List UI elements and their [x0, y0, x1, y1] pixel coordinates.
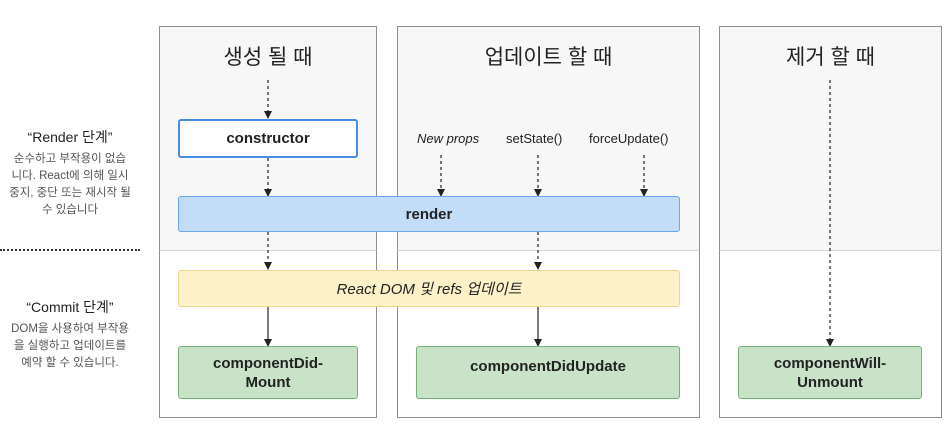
will-unmount-label-line1: componentWill-	[773, 354, 887, 372]
render-phase-desc-line: 중지, 중단 또는 재시작 될	[9, 187, 131, 199]
render-phase-description: 순수하고 부작용이 없습 니다. React에 의해 일시 중지, 중단 또는 …	[0, 151, 140, 219]
constructor-node: constructor	[178, 119, 358, 158]
update-column-title: 업데이트 할 때	[484, 46, 613, 69]
unmount-column-title: 제거 할 때	[786, 46, 875, 69]
render-label: render	[405, 205, 453, 223]
component-will-unmount-node: componentWill- Unmount	[738, 346, 922, 399]
commit-phase-description: DOM을 사용하여 부작용 을 실행하고 업데이트를 예약 할 수 있습니다.	[0, 321, 140, 372]
force-update-trigger: forceUpdate()	[589, 131, 669, 146]
new-props-trigger: New props	[417, 131, 480, 146]
render-node: render	[178, 196, 680, 232]
render-phase-desc-line: 니다. React에 의해 일시	[11, 170, 129, 182]
set-state-trigger: setState()	[506, 131, 563, 146]
constructor-label: constructor	[226, 130, 310, 147]
dom-update-label: React DOM 및 refs 업데이트	[336, 281, 522, 298]
did-mount-label-line2: Mount	[245, 373, 291, 391]
commit-phase-desc-line: DOM을 사용하여 부작용	[11, 323, 129, 335]
commit-phase-desc-line: 을 실행하고 업데이트를	[13, 340, 127, 352]
did-mount-label-line1: componentDid-	[213, 354, 323, 372]
commit-phase-title: “Commit 단계”	[26, 299, 114, 315]
will-unmount-label-line2: Unmount	[797, 373, 863, 391]
component-did-update-node: componentDidUpdate	[416, 346, 680, 399]
commit-phase-desc-line: 예약 할 수 있습니다.	[21, 357, 119, 369]
phase-separator	[0, 249, 140, 251]
mount-column-title: 생성 될 때	[223, 46, 313, 69]
render-phase-desc-line: 순수하고 부작용이 없습	[13, 153, 127, 165]
dom-update-node: React DOM 및 refs 업데이트	[178, 270, 680, 307]
render-phase-desc-line: 수 있습니다	[41, 204, 99, 216]
render-phase-title: “Render 단계”	[27, 129, 113, 145]
did-update-label: componentDidUpdate	[470, 358, 626, 375]
component-did-mount-node: componentDid- Mount	[178, 346, 358, 399]
